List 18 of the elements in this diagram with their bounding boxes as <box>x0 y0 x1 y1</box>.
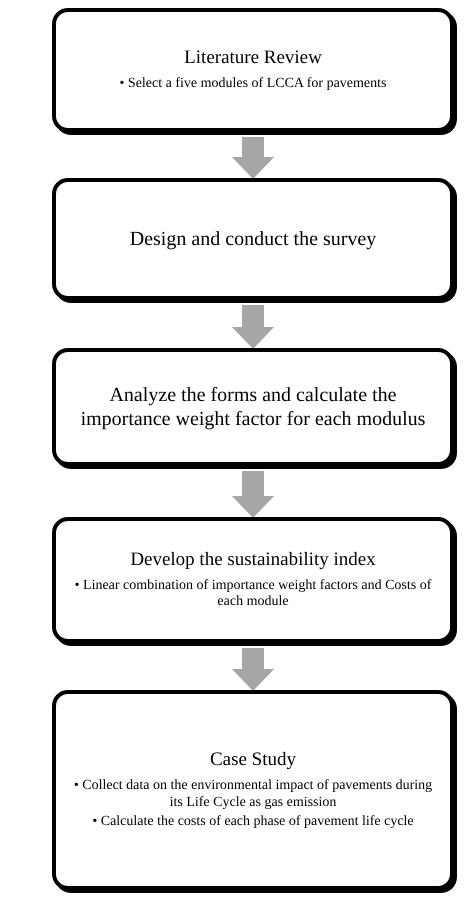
block-arrow <box>232 471 274 518</box>
block-arrow <box>232 305 274 349</box>
bullet-text: • Linear combination of importance weight factors and Costs of each module <box>74 578 432 612</box>
bullet-text: • Calculate the costs of each phase of pavement life cycle <box>92 814 414 831</box>
bullet-text: • Collect data on the environmental impact of pavements during its Life Cycle as gas emission <box>72 778 434 812</box>
block-arrow <box>232 648 274 691</box>
step-title: Literature Review <box>184 47 322 70</box>
process-box <box>52 690 454 890</box>
bullet-text: • Select a five modules of LCCA for pavements <box>120 76 386 93</box>
step-title: Develop the sustainability index <box>130 548 376 572</box>
process-box <box>52 517 454 643</box>
block-arrow <box>232 137 274 179</box>
step-title: Analyze the forms and calculate the importance weight factor for each modulus <box>80 383 426 431</box>
process-box <box>52 8 454 132</box>
process-box <box>52 178 454 300</box>
step-title: Design and conduct the survey <box>130 227 376 251</box>
step-title: Case Study <box>210 749 296 772</box>
process-box <box>52 348 454 466</box>
